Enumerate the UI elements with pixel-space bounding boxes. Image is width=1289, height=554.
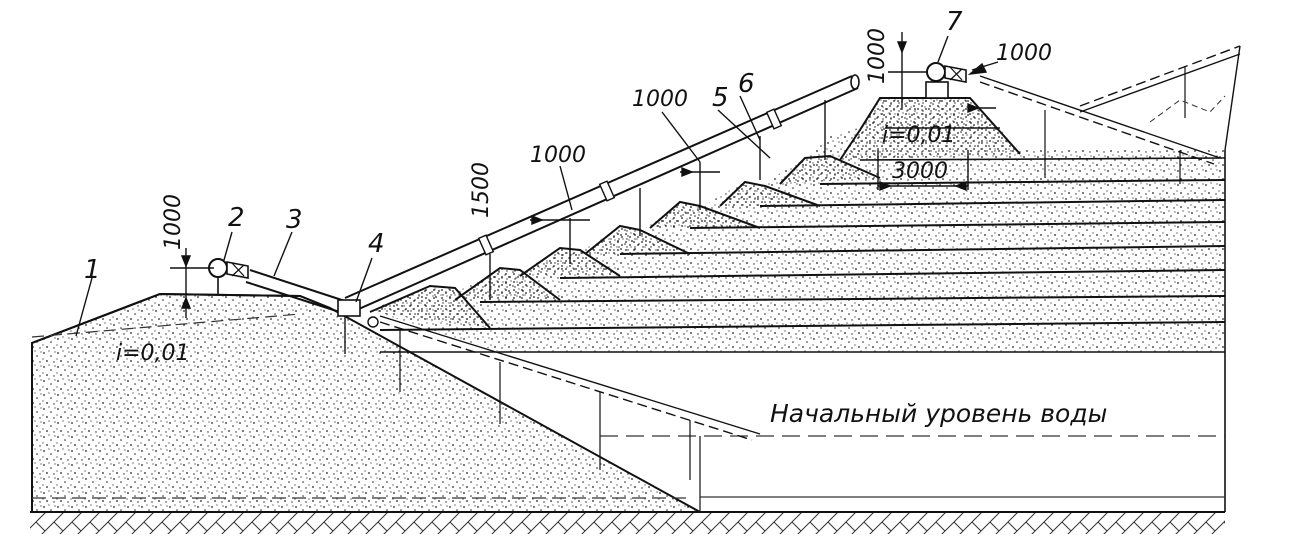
- dim-1000-lower: 1000: [530, 143, 586, 168]
- callout-5: 5: [712, 83, 729, 113]
- water-level-caption: Начальный уровень воды: [770, 399, 1107, 428]
- callout-labels: 1 2 3 4 5 6 7: [84, 7, 963, 285]
- callout-1: 1: [84, 255, 101, 285]
- ground-base: [30, 511, 1225, 534]
- dim-1500: 1500: [469, 162, 494, 218]
- dim-1000-left: 1000: [161, 194, 186, 250]
- dimension-labels: 1000 1000 1000 1000 1000 1500 3000: [161, 28, 1052, 250]
- connecting-pipe: [245, 269, 379, 354]
- callout-4: 4: [368, 229, 385, 259]
- dim-1000-top: 1000: [865, 28, 890, 84]
- hydromonitor-left: [208, 258, 249, 294]
- old-pipeline-upper: [979, 45, 1241, 184]
- callout-3: 3: [286, 205, 303, 235]
- callout-2: 2: [228, 203, 245, 233]
- slope-top: i=0,01: [882, 123, 956, 148]
- old-pipeline-lower: [379, 315, 761, 480]
- slope-labels: i=0,01 i=0,01: [116, 123, 956, 366]
- dim-1000-top-right: 1000: [996, 41, 1052, 66]
- slope-left: i=0,01: [116, 341, 190, 366]
- callout-7: 7: [946, 7, 963, 37]
- hydromonitor-right: [925, 62, 967, 99]
- main-pipeline: [344, 74, 860, 313]
- left-embankment: [31, 292, 701, 513]
- fill-layers: [369, 97, 1226, 512]
- dim-1000-mid: 1000: [632, 87, 688, 112]
- callout-6: 6: [738, 69, 755, 99]
- water-region: [380, 351, 1225, 512]
- dim-3000: 3000: [892, 159, 948, 184]
- dimension-marks: [75, 32, 1000, 337]
